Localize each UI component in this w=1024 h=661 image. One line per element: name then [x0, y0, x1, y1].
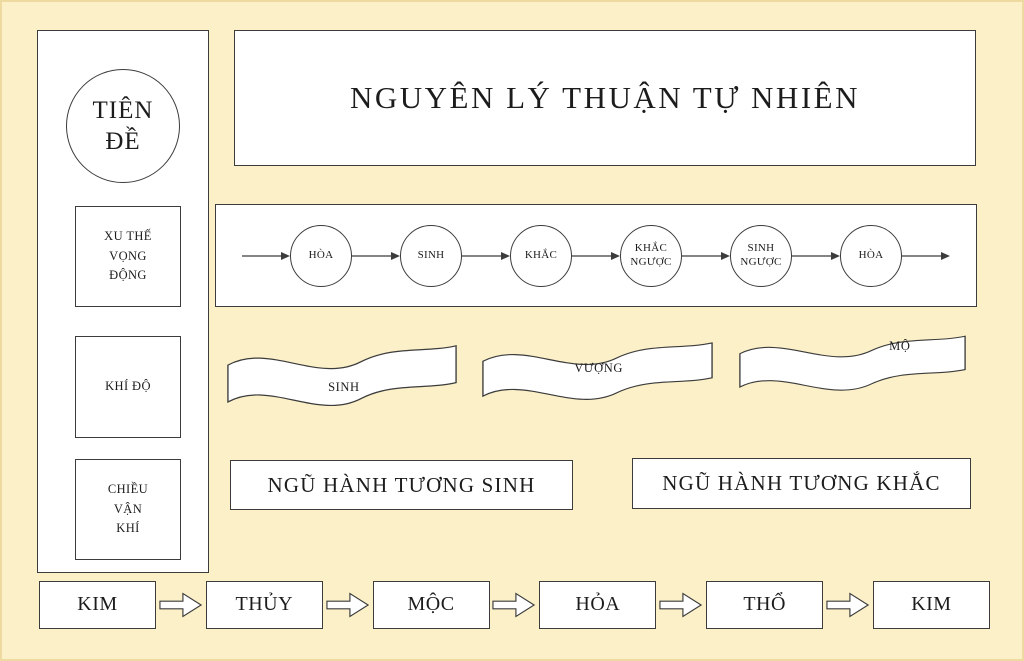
- premise-box-label: KHÍ ĐỘ: [105, 379, 151, 394]
- wave-label: SINH: [328, 380, 360, 395]
- element-box-kim-2: KIM: [872, 580, 990, 629]
- title-box: NGUYÊN LÝ THUẬN TỰ NHIÊN: [234, 30, 976, 166]
- banner-label: NGŨ HÀNH TƯƠNG SINH: [267, 472, 536, 497]
- phase-flow-strip: HÒA SINH KHẮC KHẮC NGƯỢC SINH NGƯỢC HÒA: [215, 204, 977, 307]
- wave-icon: [739, 335, 966, 391]
- flow-node-label: KHẮC NGƯỢC: [630, 241, 672, 268]
- banner-label: NGŨ HÀNH TƯƠNG KHẮC: [662, 471, 941, 495]
- right-arrow-icon: [682, 251, 730, 260]
- wave-label: VƯỢNG: [574, 361, 623, 376]
- element-label: KIM: [911, 593, 952, 615]
- wave-label: MỘ: [889, 338, 911, 353]
- element-box-tho: THỔ: [706, 580, 824, 629]
- element-label: MỘC: [407, 593, 455, 615]
- flow-node-sinh-nguoc: SINH NGƯỢC: [730, 224, 792, 287]
- elements-cycle-row: KIM THỦY MỘC HỎA THỔ KIM: [39, 580, 990, 629]
- flow-node-label: SINH NGƯỢC: [740, 241, 782, 268]
- wave-icon: [482, 342, 713, 400]
- hollow-arrow-icon: [826, 591, 870, 618]
- element-box-hoa: HỎA: [539, 580, 657, 629]
- premise-panel: TIÊN ĐỀ XU THẾ VỌNG ĐỘNG KHÍ ĐỘ CHIỀU VẬ…: [37, 30, 209, 573]
- element-label: KIM: [77, 593, 118, 615]
- flow-node-label: HÒA: [858, 248, 884, 261]
- wave-shape-vuong: VƯỢNG: [481, 328, 714, 416]
- element-box-kim: KIM: [39, 580, 156, 629]
- premise-box-label: XU THẾ VỌNG ĐỘNG: [104, 229, 152, 283]
- element-label: HỎA: [575, 593, 621, 615]
- wave-icon: [227, 345, 457, 407]
- element-box-thuy: THỦY: [205, 580, 323, 629]
- flow-node-khac: KHẮC: [510, 224, 572, 287]
- right-arrow-icon: [572, 251, 620, 260]
- right-arrow-icon: [462, 251, 510, 260]
- premise-circle-label: TIÊN ĐỀ: [92, 96, 154, 155]
- premise-box-xu-the-vong-dong: XU THẾ VỌNG ĐỘNG: [75, 206, 181, 307]
- hollow-arrow-icon: [659, 591, 703, 618]
- flow-node-sinh: SINH: [400, 224, 462, 287]
- right-arrow-icon: [352, 251, 400, 260]
- premise-box-label: CHIỀU VẬN KHÍ: [107, 482, 149, 536]
- wave-shape-sinh: SINH: [226, 330, 458, 423]
- right-arrow-icon: [242, 251, 290, 260]
- flow-node-label: HÒA: [308, 248, 334, 261]
- flow-node-khac-nguoc: KHẮC NGƯỢC: [620, 224, 682, 287]
- premise-box-chieu-van-khi: CHIỀU VẬN KHÍ: [75, 459, 181, 560]
- element-label: THỦY: [235, 593, 294, 615]
- element-label: THỔ: [743, 593, 786, 615]
- flow-node-label: SINH: [417, 248, 445, 261]
- right-arrow-icon: [902, 251, 950, 260]
- right-arrow-icon: [792, 251, 840, 260]
- premise-box-khi-do: KHÍ ĐỘ: [75, 336, 181, 438]
- hollow-arrow-icon: [326, 591, 369, 618]
- wave-shape-mo: MỘ: [738, 322, 967, 406]
- banner-tuong-sinh: NGŨ HÀNH TƯƠNG SINH: [230, 460, 573, 510]
- banner-tuong-khac: NGŨ HÀNH TƯƠNG KHẮC: [632, 458, 971, 509]
- flow-node-hoa: HÒA: [290, 224, 352, 287]
- hollow-arrow-icon: [492, 591, 536, 618]
- hollow-arrow-icon: [159, 591, 203, 618]
- premise-circle: TIÊN ĐỀ: [66, 69, 180, 183]
- flow-node-label: KHẮC: [524, 248, 558, 261]
- diagram-title: NGUYÊN LÝ THUẬN TỰ NHIÊN: [350, 80, 860, 115]
- flow-node-hoa-2: HÒA: [840, 224, 902, 287]
- element-box-moc: MỘC: [372, 580, 490, 629]
